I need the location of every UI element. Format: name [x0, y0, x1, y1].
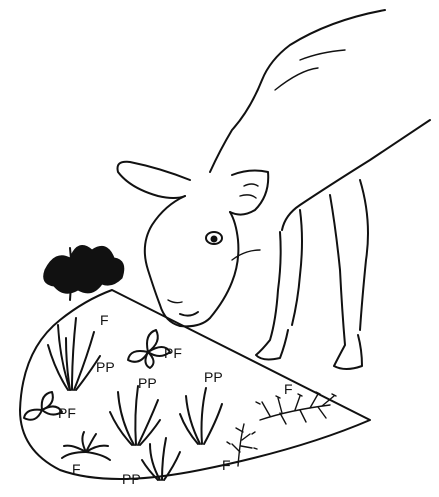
- front-leg-left: [256, 232, 288, 359]
- front-leg-right: [330, 195, 362, 369]
- cow-head: [145, 196, 239, 326]
- label-shrub-top: F: [100, 312, 109, 328]
- label-shrub-right: F: [284, 381, 293, 397]
- label-grass-bottom: PP: [122, 471, 141, 487]
- shrub-top: [44, 246, 124, 301]
- label-grass-center-right: PP: [204, 369, 223, 385]
- cow: [118, 10, 431, 369]
- grass-center: [110, 386, 160, 445]
- left-ear: [118, 162, 191, 198]
- right-ear: [230, 171, 268, 215]
- grass-left-upper: [48, 318, 100, 390]
- label-rosette-bottom-left: F: [72, 461, 81, 477]
- forb-rosette-left: [24, 392, 62, 420]
- label-forb-bottom-right: F: [222, 457, 231, 473]
- label-forb-rosette-top: PF: [164, 345, 182, 361]
- grass-center-right: [180, 388, 222, 444]
- rosette-bottom-left: [62, 432, 110, 460]
- label-grass-left-upper: PP: [96, 359, 115, 375]
- label-forb-rosette-left: PF: [58, 405, 76, 421]
- label-grass-center: PP: [138, 375, 157, 391]
- forb-bottom-right: [227, 424, 257, 466]
